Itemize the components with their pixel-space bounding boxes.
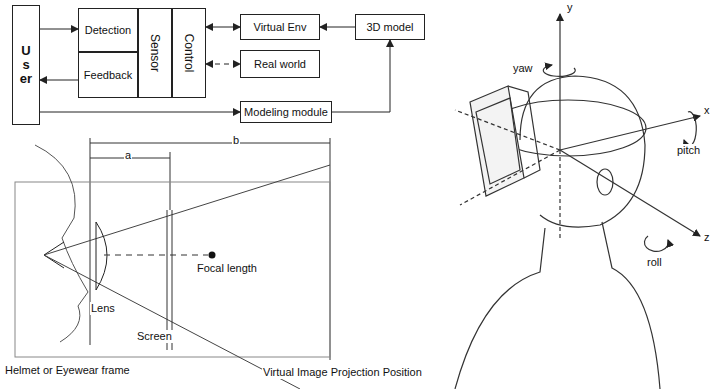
text-label: x <box>703 104 711 117</box>
process-box: Sensor <box>138 8 172 98</box>
text-label: a <box>124 149 132 162</box>
process-box: Virtual Env <box>240 14 320 40</box>
node-label: User <box>20 44 33 87</box>
connector-arrow <box>206 27 240 28</box>
node-label: Real world <box>254 58 306 70</box>
process-box: Modeling module <box>240 101 332 123</box>
process-box: Detection <box>78 8 138 52</box>
lens-diagram <box>15 138 330 389</box>
process-box: Feedback <box>78 52 138 98</box>
text-label: y <box>566 1 574 14</box>
connector-arrow <box>40 112 240 113</box>
node-label: Modeling module <box>244 106 328 118</box>
node-label: Detection <box>85 24 131 36</box>
connector-arrow <box>206 64 240 65</box>
text-label: Screen <box>136 330 173 343</box>
text-label: pitch <box>676 144 701 157</box>
text-label: roll <box>646 256 663 269</box>
text-label: Helmet or Eyewear frame <box>4 364 131 377</box>
text-label: Focal length <box>196 262 258 275</box>
head-figure <box>455 14 700 389</box>
actor-box: User <box>12 5 40 125</box>
process-box: Real world <box>240 50 320 78</box>
connector-arrow <box>332 40 390 112</box>
process-box: 3D model <box>355 14 425 40</box>
connector-arrow <box>320 27 355 28</box>
node-label: Control <box>182 34 196 73</box>
process-box: Control <box>172 8 206 98</box>
text-label: Lens <box>90 302 116 315</box>
text-label: z <box>703 231 711 244</box>
connector-arrow <box>40 29 78 30</box>
text-label: Virtual Image Projection Position <box>262 366 423 379</box>
node-label: 3D model <box>366 21 413 33</box>
node-label: Virtual Env <box>254 21 307 33</box>
node-label: Feedback <box>84 69 132 81</box>
connector-arrow <box>40 80 78 81</box>
text-label: yaw <box>512 62 534 75</box>
text-label: b <box>232 134 240 147</box>
node-label: Sensor <box>148 34 162 72</box>
